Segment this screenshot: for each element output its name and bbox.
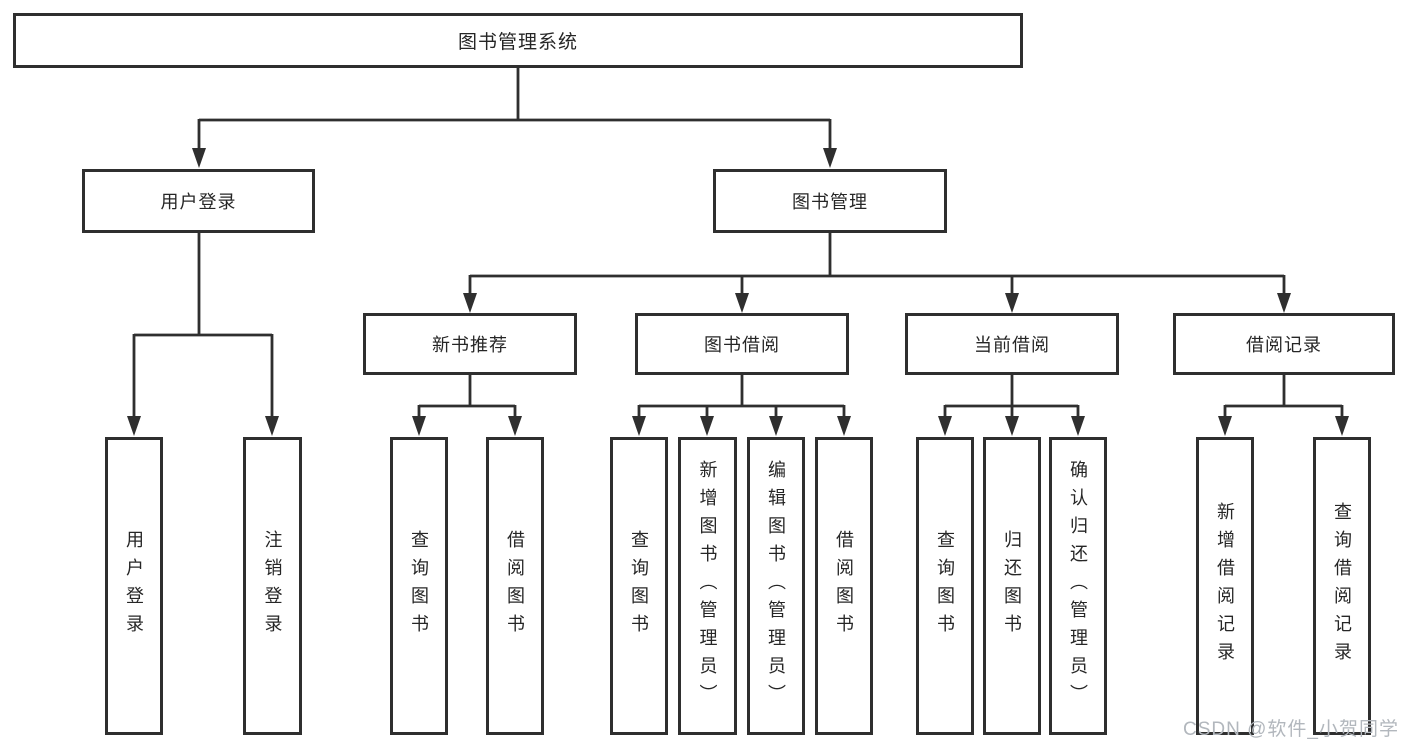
node-label: 新书推荐 bbox=[432, 335, 508, 355]
node-label: 图书管理 bbox=[792, 192, 868, 212]
node-new-book-recommendation: 新书推荐 bbox=[363, 313, 577, 375]
leaf-user-login: 用户登录 bbox=[105, 437, 163, 735]
node-label: 编辑图书（管理员） bbox=[766, 460, 786, 712]
leaf-recommend-query-books: 查询图书 bbox=[390, 437, 448, 735]
node-user-login-group: 用户登录 bbox=[82, 169, 315, 233]
node-label: 借阅图书 bbox=[834, 530, 854, 642]
leaf-confirm-return-admin: 确认归还（管理员） bbox=[1049, 437, 1107, 735]
node-label: 用户登录 bbox=[124, 530, 144, 642]
leaf-recommend-borrow-books: 借阅图书 bbox=[486, 437, 544, 735]
node-library-system: 图书管理系统 bbox=[13, 13, 1023, 68]
node-label: 用户登录 bbox=[160, 192, 237, 212]
node-label: 图书管理系统 bbox=[457, 32, 578, 53]
node-label: 当前借阅 bbox=[974, 335, 1050, 355]
leaf-logout: 注销登录 bbox=[243, 437, 302, 735]
node-label: 新增图书（管理员） bbox=[697, 460, 718, 712]
leaf-return-books: 归还图书 bbox=[983, 437, 1041, 735]
node-label: 查询图书 bbox=[935, 530, 955, 642]
node-label: 查询借阅记录 bbox=[1332, 502, 1352, 670]
node-label: 归还图书 bbox=[1002, 530, 1022, 642]
node-current-borrowing: 当前借阅 bbox=[905, 313, 1119, 375]
node-label: 借阅图书 bbox=[505, 530, 525, 642]
node-label: 查询图书 bbox=[629, 530, 649, 642]
node-label: 查询图书 bbox=[409, 530, 429, 642]
leaf-borrow-books: 借阅图书 bbox=[815, 437, 873, 735]
leaf-add-borrow-record: 新增借阅记录 bbox=[1196, 437, 1254, 735]
node-borrowing-records: 借阅记录 bbox=[1173, 313, 1395, 375]
leaf-add-books-admin: 新增图书（管理员） bbox=[678, 437, 737, 735]
leaf-current-query-books: 查询图书 bbox=[916, 437, 974, 735]
node-label: 注销登录 bbox=[262, 530, 283, 642]
node-book-management: 图书管理 bbox=[713, 169, 947, 233]
node-label: 新增借阅记录 bbox=[1215, 502, 1235, 670]
node-label: 确认归还（管理员） bbox=[1068, 460, 1088, 712]
node-book-borrowing: 图书借阅 bbox=[635, 313, 849, 375]
leaf-borrowing-query-books: 查询图书 bbox=[610, 437, 668, 735]
tree-edges bbox=[132, 68, 1344, 418]
leaf-query-borrow-record: 查询借阅记录 bbox=[1313, 437, 1371, 735]
leaf-edit-books-admin: 编辑图书（管理员） bbox=[747, 437, 805, 735]
node-label: 借阅记录 bbox=[1246, 335, 1322, 355]
node-label: 图书借阅 bbox=[704, 335, 780, 355]
